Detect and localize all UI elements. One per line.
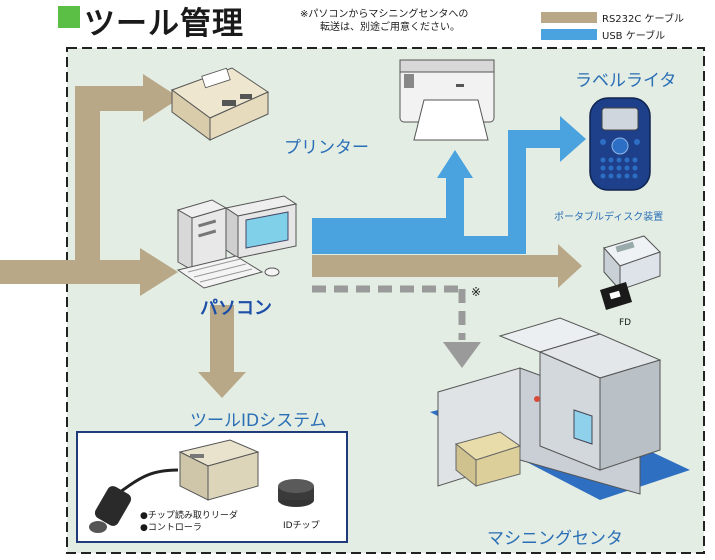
title-square-icon xyxy=(58,6,80,28)
legend-swatch-usb xyxy=(541,29,597,40)
id-system-bullets: ●チップ読み取りリーダ ●コントローラ xyxy=(140,510,238,534)
rs232c-arrows xyxy=(0,74,582,398)
id-chip-label: IDチップ xyxy=(283,521,320,531)
dashed-transfer-arrow xyxy=(312,285,481,368)
id-chip-icon xyxy=(278,479,314,507)
label-writer-icon xyxy=(589,97,651,191)
tool-id-system-label: ツールIDシステム xyxy=(190,411,327,431)
chip-reader-icon xyxy=(89,468,179,533)
portable-disk-icon xyxy=(600,235,661,310)
usb-arrows xyxy=(312,116,586,254)
machining-center-label: マシニングセンタ xyxy=(487,529,623,549)
fd-label: FD xyxy=(619,318,632,328)
pc-label: パソコン xyxy=(200,298,272,319)
controller-icon xyxy=(178,439,260,501)
inkjet-printer-icon xyxy=(399,59,495,141)
legend-label-usb: USB ケーブル xyxy=(602,31,666,42)
legend-label-rs232c: RS232C ケーブル xyxy=(602,14,684,25)
bullet-chip-reader: ●チップ読み取りリーダ xyxy=(140,511,238,521)
receipt-printer-icon xyxy=(170,67,270,141)
machining-center-icon xyxy=(430,317,690,500)
pc-icon xyxy=(176,195,298,289)
asterisk-mark: ※ xyxy=(471,285,482,299)
transfer-note: ※パソコンからマシニングセンタへの 転送は、別途ご用意ください。 xyxy=(300,8,468,34)
page-title: ツール管理 xyxy=(84,6,244,42)
note-line-1: ※パソコンからマシニングセンタへの xyxy=(300,9,469,20)
note-line-2: 転送は、別途ご用意ください。 xyxy=(320,22,460,33)
label-writer-label: ラベルライタ xyxy=(575,71,677,91)
legend-swatch-rs232c xyxy=(541,12,597,23)
portable-disk-label: ポータブルディスク装置 xyxy=(554,212,664,223)
bullet-controller: ●コントローラ xyxy=(140,523,202,533)
printer-label: プリンター xyxy=(284,138,369,158)
